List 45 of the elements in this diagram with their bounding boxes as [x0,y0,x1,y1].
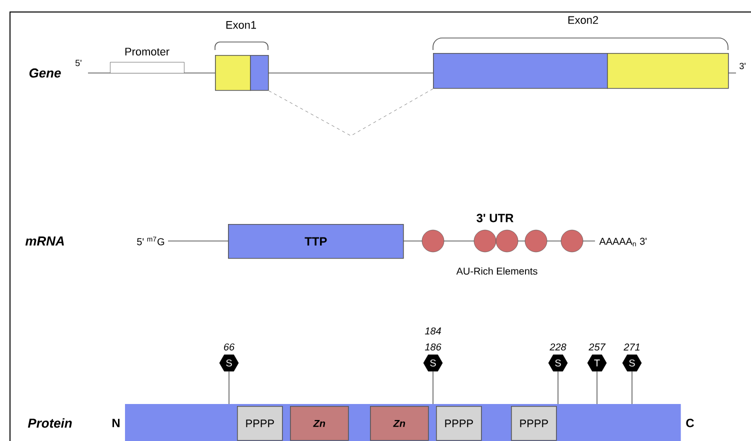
zinc-finger-box: Zn [290,406,349,441]
node-label: 184 [424,327,441,335]
exon-box [607,53,729,89]
phosphosite-hexagon: T 257 [587,343,607,372]
terminus-label: N [112,418,120,428]
poly-a-label: AAAAA$_{n}$ 3' [599,238,647,246]
proline-domain-box: PPPP [436,406,482,441]
element-label: AU-Rich Elements [456,267,538,275]
cap-label: 5' $^{m7}$G [137,236,164,246]
row-label: Protein [28,418,72,428]
exon-box [215,55,251,91]
exon-box [433,53,608,89]
exon-label: Exon2 [568,16,598,24]
node-label: 271 [624,344,640,350]
utr-label: 3' UTR [476,214,514,222]
terminus-label: C [686,418,694,428]
coding-region-box: TTP [228,224,404,259]
node-label: 186 [424,343,442,351]
exon-label: Exon1 [226,21,256,29]
stem-line [228,371,230,404]
row-label: mRNA [25,236,64,246]
node-label: 228 [550,343,566,351]
au-rich-element [496,230,518,252]
au-rich-element [422,230,444,252]
node-label: 257 [588,343,606,351]
proline-domain-box: PPPP [237,406,283,441]
end-label: 3' [740,62,746,70]
phosphosite-hexagon: S 271 [622,344,642,372]
promoter-box: Promoter [110,48,184,74]
phosphosite-hexagon: S 184 186 [423,327,443,372]
row-label: Gene [29,68,61,78]
phosphosite-hexagon: S 66 [219,343,239,372]
node-label: 66 [224,343,235,351]
stem-line [432,371,434,404]
splice-line [268,88,434,136]
node-label: Promoter [125,48,170,56]
phosphosite-hexagon: S 228 [548,343,568,372]
end-label: 5' [75,60,82,66]
au-rich-element [560,230,584,252]
exon-box [250,55,269,91]
proline-domain-box: PPPP [511,406,557,441]
stem-line [596,371,598,404]
zinc-finger-box: Zn [370,406,429,441]
au-rich-element [474,230,496,252]
au-rich-element [524,230,548,252]
